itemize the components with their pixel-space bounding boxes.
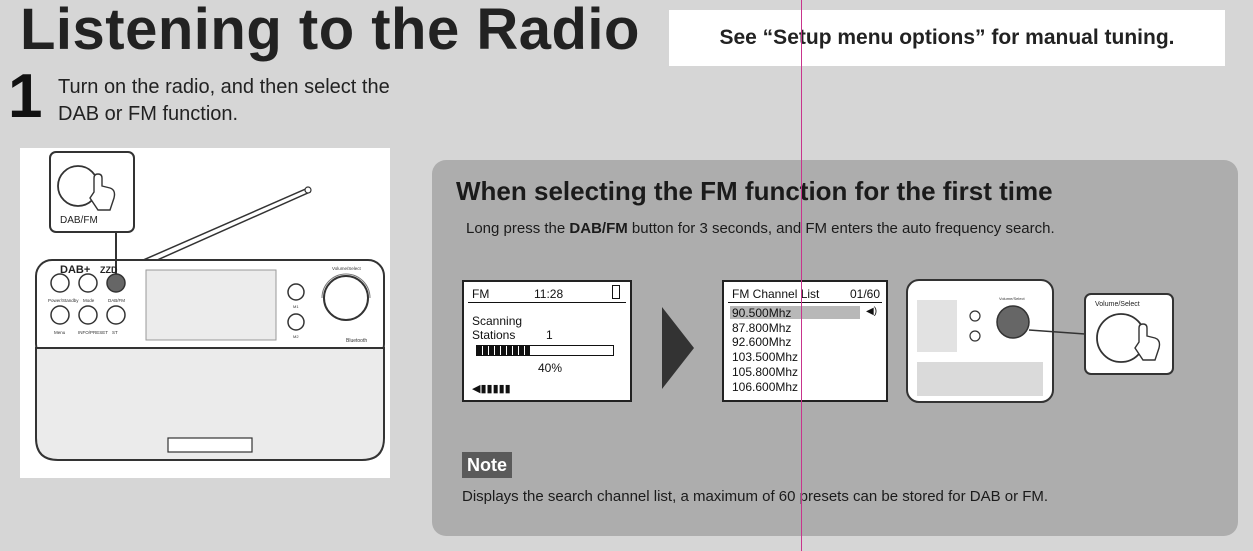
label-st: ST bbox=[112, 330, 118, 335]
label-dab-fm: DAB/FM bbox=[108, 298, 125, 303]
speaker-icon: ◀) bbox=[866, 306, 878, 317]
radio-drawing: DAB/FM DAB+ ZZD Power/Standby Mode DAB/F… bbox=[35, 151, 385, 461]
arrow-right-icon bbox=[662, 307, 694, 389]
channel-list-screen: FM Channel List 01/60 90.500Mhz ◀) 87.80… bbox=[722, 280, 888, 402]
instruction-bold: DAB/FM bbox=[569, 220, 628, 237]
setup-note-box: See “Setup menu options” for manual tuni… bbox=[669, 10, 1225, 66]
volume-knob-icon bbox=[323, 275, 369, 321]
hand-pointer-icon bbox=[89, 173, 116, 211]
label-power: Power/Standby bbox=[48, 298, 79, 303]
list-title: FM Channel List bbox=[732, 287, 820, 301]
small-knob-icon bbox=[996, 305, 1030, 339]
knob-callout-label: Volume/Select bbox=[1095, 301, 1140, 308]
volume-bars-icon: ◀▮▮▮▮▮ bbox=[472, 383, 511, 395]
battery-icon bbox=[612, 285, 620, 299]
selected-channel-highlight bbox=[730, 306, 860, 319]
dab-logo: DAB+ bbox=[60, 264, 90, 276]
knob-illustration: Volume/Select Volume/Select bbox=[906, 279, 1174, 403]
scan-time: 11:28 bbox=[534, 287, 564, 301]
scan-progress-fill bbox=[477, 346, 532, 355]
brand-logo: ZZD bbox=[100, 265, 118, 275]
callout-label: DAB/FM bbox=[60, 215, 98, 226]
dab-fm-button-icon bbox=[106, 273, 126, 293]
radio-illustration: DAB/FM DAB+ ZZD Power/Standby Mode DAB/F… bbox=[20, 148, 390, 478]
st-button-icon bbox=[106, 305, 126, 325]
label-knob: Volume/Select bbox=[332, 266, 362, 271]
mode-button-icon bbox=[78, 273, 98, 293]
note-text: Displays the search channel list, a maxi… bbox=[462, 488, 1049, 505]
note-label: Note bbox=[462, 452, 512, 478]
list-counter: 01/60 bbox=[850, 287, 881, 301]
label-bluetooth: Bluetooth bbox=[346, 338, 367, 344]
small-knob-label: Volume/Select bbox=[999, 296, 1025, 301]
preset-m1-icon bbox=[287, 283, 305, 301]
channel-item: 105.800Mhz bbox=[732, 365, 799, 379]
label-m1: M1 bbox=[293, 304, 299, 309]
label-mode: Mode bbox=[83, 298, 95, 303]
step-text-line2: DAB or FM function. bbox=[58, 103, 239, 125]
menu-button-icon bbox=[50, 305, 70, 325]
fm-heading: When selecting the FM function for the f… bbox=[456, 176, 1053, 206]
channel-item: 92.600Mhz bbox=[732, 335, 792, 349]
radio-display bbox=[145, 269, 277, 341]
instruction-before: Long press the bbox=[466, 220, 570, 237]
scan-progress-track bbox=[476, 345, 614, 356]
scan-line2: Stations bbox=[472, 328, 516, 342]
channel-item: 103.500Mhz bbox=[732, 350, 799, 364]
preset-m2-icon bbox=[287, 313, 305, 331]
channel-item: 87.800Mhz bbox=[732, 321, 792, 335]
channel-item: 106.600Mhz bbox=[732, 380, 799, 394]
speaker-grille bbox=[35, 347, 385, 461]
page-title: Listening to the Radio bbox=[20, 0, 640, 62]
hand-pointer-icon bbox=[1134, 323, 1161, 361]
scan-count: 1 bbox=[546, 328, 553, 342]
power-button-icon bbox=[50, 273, 70, 293]
channel-item: 90.500Mhz bbox=[732, 306, 792, 320]
fm-instruction: Long press the DAB/FM button for 3 secon… bbox=[466, 220, 1055, 237]
instruction-after: button for 3 seconds, and FM enters the … bbox=[627, 220, 1055, 237]
knob-callout-icon bbox=[1096, 313, 1146, 363]
step-number: 1 bbox=[8, 62, 43, 131]
scan-percent: 40% bbox=[538, 361, 563, 375]
scan-mode: FM bbox=[472, 287, 490, 301]
scan-line1: Scanning bbox=[472, 314, 523, 328]
label-menu: Menu bbox=[54, 330, 66, 335]
scan-screen: FM 11:28 Scanning Stations 1 40% ◀▮▮▮▮▮ bbox=[462, 280, 632, 402]
page-divider-line bbox=[801, 0, 802, 551]
step-text-line1: Turn on the radio, and then select the bbox=[58, 76, 390, 98]
label-m2: M2 bbox=[293, 334, 299, 339]
info-button-icon bbox=[78, 305, 98, 325]
label-info: INFO/PRESET bbox=[78, 330, 108, 335]
